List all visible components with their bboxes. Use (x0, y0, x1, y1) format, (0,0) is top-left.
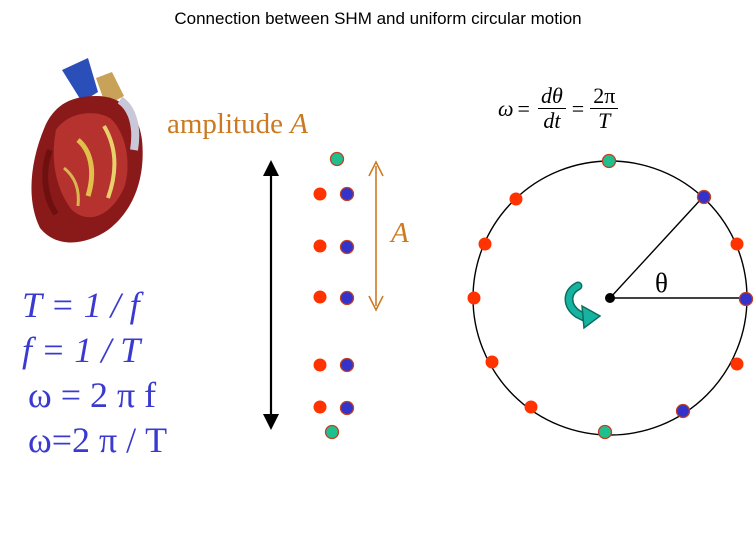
circle-dot-red (467, 291, 481, 305)
circle-dot-red (478, 237, 492, 251)
formula-list: T = 1 / f f = 1 / T ω = 2 π f ω=2 π / T (22, 283, 167, 463)
formula-period: T = 1 / f (22, 285, 140, 325)
circle-dot-blue (738, 291, 754, 307)
short-amplitude-label: A (391, 217, 409, 249)
fraction1-denominator: dt (543, 108, 561, 133)
counterclockwise-rotation-arrow-icon (564, 281, 602, 330)
osc-dot-bottom-green (324, 424, 340, 440)
circle-dot-red (485, 355, 499, 369)
osc-dot-red (313, 358, 327, 372)
theta-label: θ (655, 268, 668, 298)
amplitude-label-symbol: A (290, 108, 308, 140)
radius-angled (609, 196, 704, 299)
circle-dot-red (524, 400, 538, 414)
osc-dot-blue (339, 239, 355, 255)
fraction1-numerator: dθ (537, 84, 566, 109)
reference-circle-group (467, 153, 754, 440)
formula-frequency: f = 1 / T (22, 330, 141, 370)
osc-dot-blue (339, 400, 355, 416)
circle-dot-red (730, 357, 744, 371)
omega-equation: ω = dθ dt = 2π T (498, 84, 622, 133)
osc-dot-top-green (329, 151, 345, 167)
osc-dot-red (313, 290, 327, 304)
circle-dot-green (597, 424, 613, 440)
circle-center (605, 293, 615, 303)
osc-dot-red (313, 239, 327, 253)
osc-dot-red (313, 187, 327, 201)
circle-dot-red (730, 237, 744, 251)
circle-dot-green (601, 153, 617, 169)
osc-dot-blue (339, 357, 355, 373)
oscillation-dots (313, 151, 355, 440)
osc-dot-red (313, 400, 327, 414)
omega-eq1: = (517, 95, 530, 121)
osc-dot-blue (339, 290, 355, 306)
amplitude-range-arrow (263, 160, 279, 430)
amplitude-A-arrow (368, 160, 384, 312)
circle-dot-blue (696, 189, 712, 205)
formula-angular-frequency-f: ω = 2 π f (28, 375, 157, 415)
osc-dot-blue (339, 186, 355, 202)
circle-dot-blue (675, 403, 691, 419)
omega-eq2: = (571, 95, 585, 121)
circle-dot-red (509, 192, 523, 206)
fraction2-numerator: 2π (590, 84, 619, 109)
amplitude-label-text: amplitude (167, 108, 291, 140)
page-title: Connection between SHM and uniform circu… (174, 9, 582, 28)
formula-angular-frequency-T: ω=2 π / T (28, 420, 168, 460)
amplitude-label: amplitude A (167, 108, 308, 141)
heart-illustration (31, 58, 143, 243)
omega-lhs: ω (498, 95, 514, 121)
fraction2-denominator: T (598, 108, 611, 133)
fraction-dtheta-dt: dθ dt (537, 84, 566, 133)
fraction-2pi-T: 2π T (590, 84, 619, 133)
